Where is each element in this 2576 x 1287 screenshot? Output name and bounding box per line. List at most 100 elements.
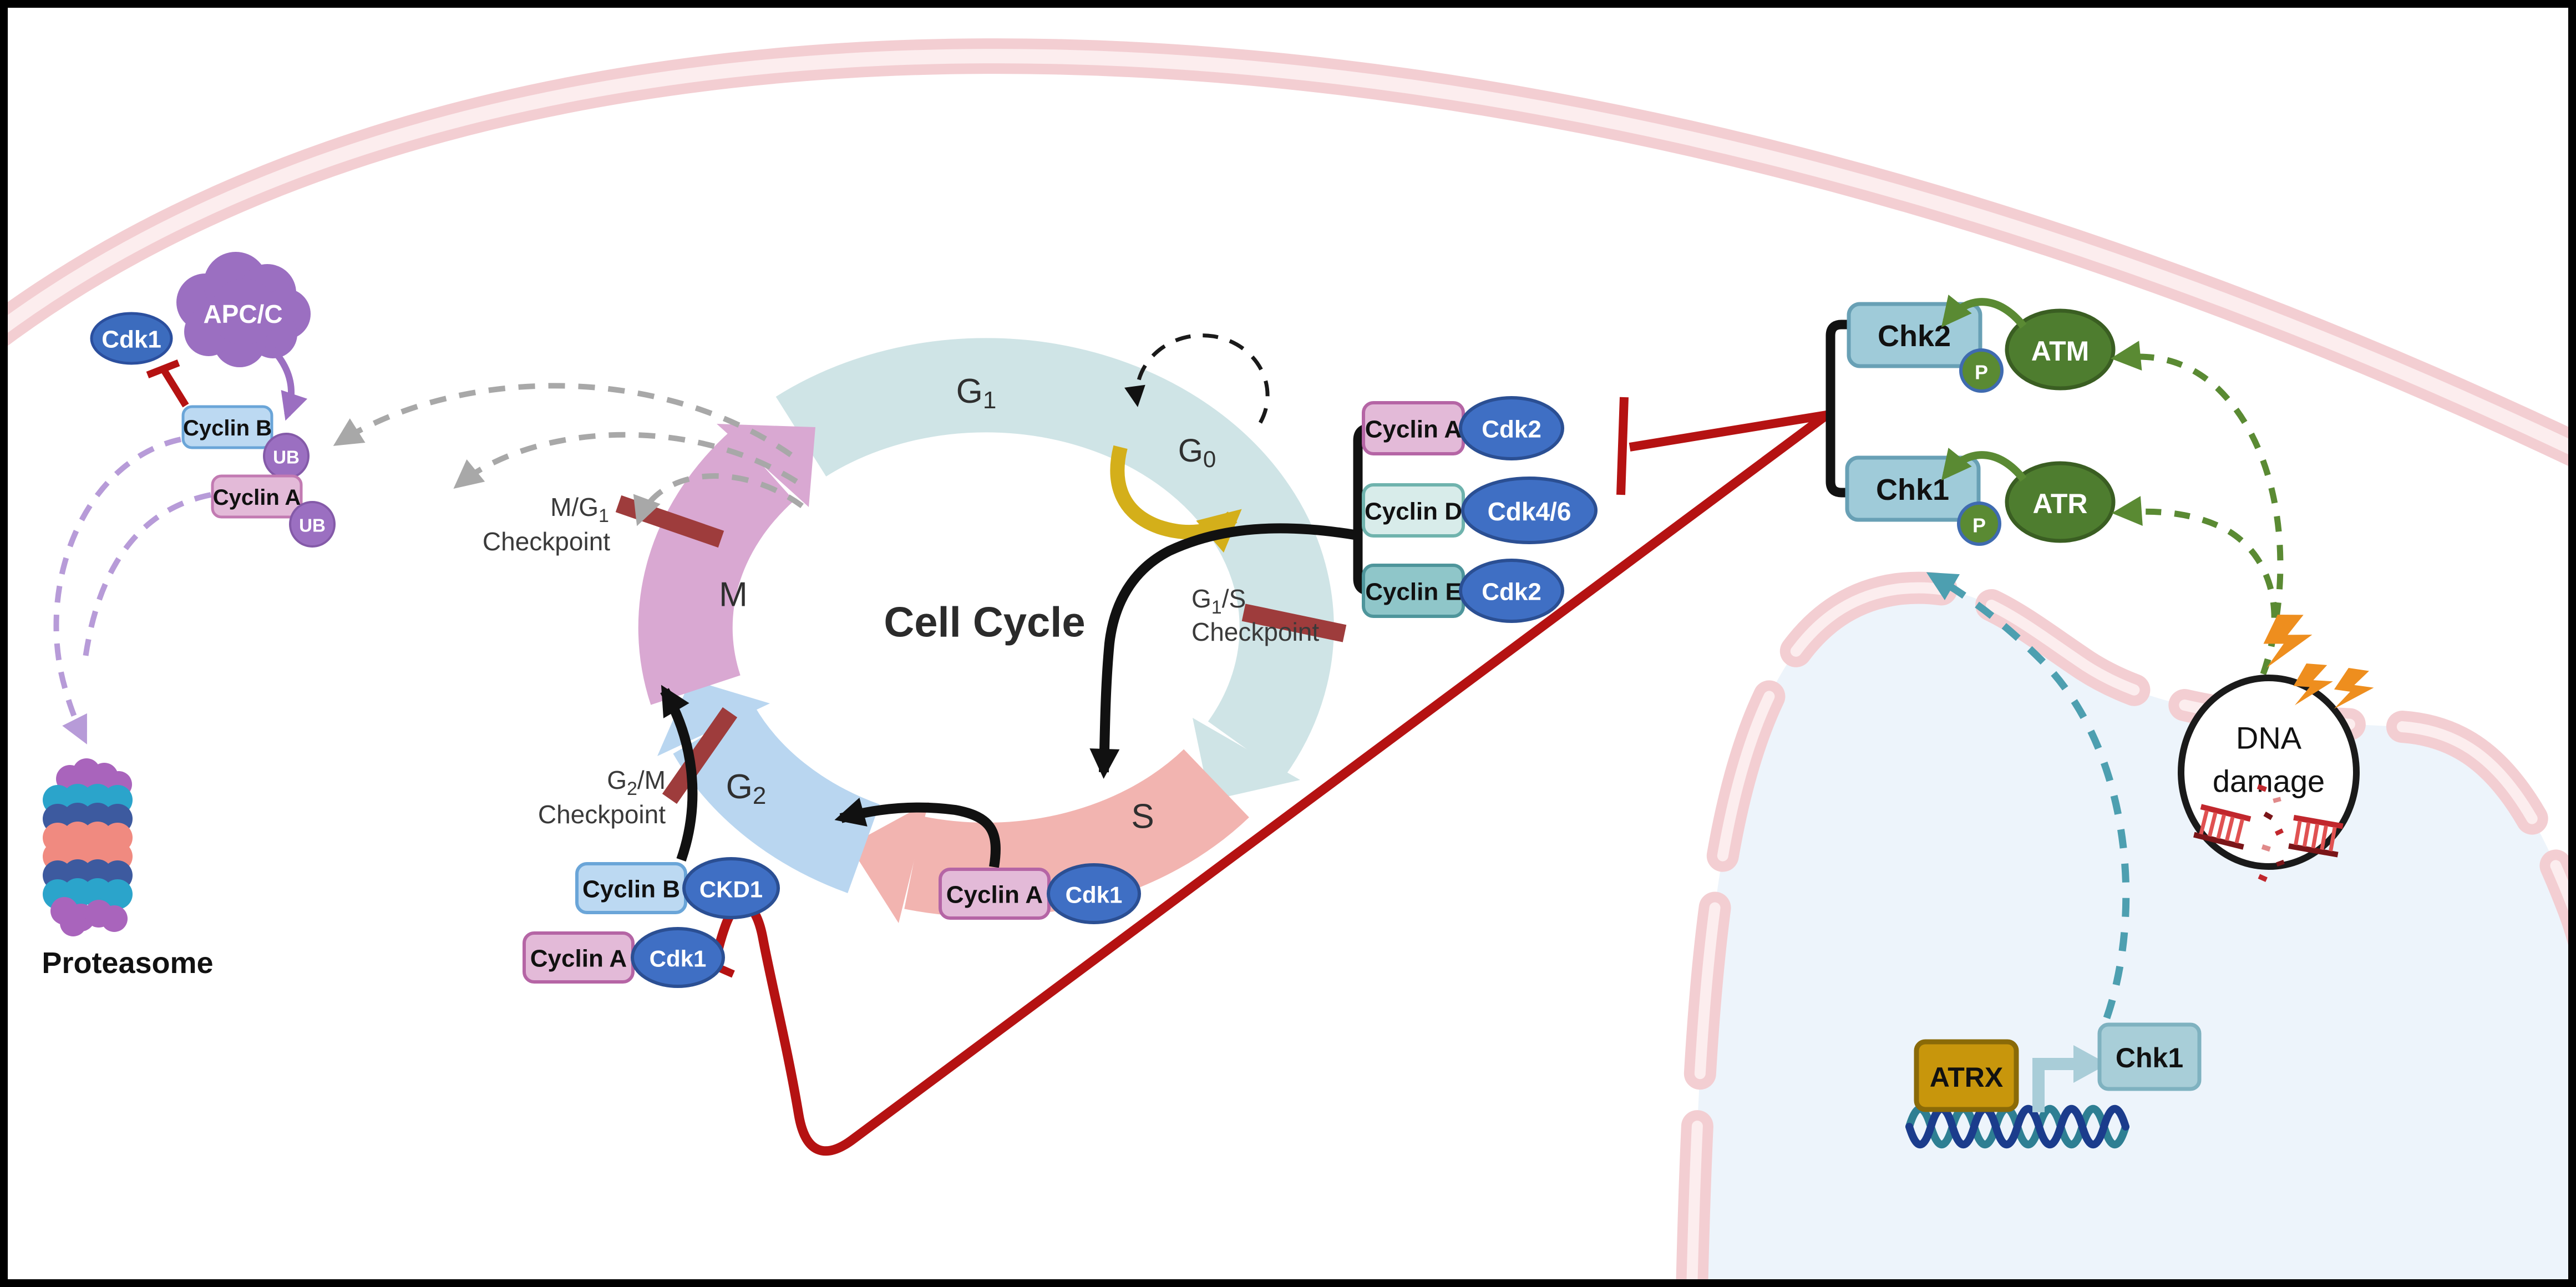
damage-signal-arrows xyxy=(2111,341,2284,676)
dna-damage-line1: DNA xyxy=(2236,721,2302,756)
cell-cycle-ring: Cell Cycle G1 S G2 M xyxy=(615,338,1347,923)
grey-dashed-arc-1 xyxy=(333,383,793,458)
proteasome-label: Proteasome xyxy=(42,946,213,980)
degradation-grey-arrows xyxy=(333,383,804,526)
arrow-complexes-to-g1s xyxy=(1089,523,1359,779)
cdk46-label: Cdk4/6 xyxy=(1488,497,1571,526)
cyclin-b-ckd1-label: Cyclin B xyxy=(582,876,680,903)
cyclin-b-ubiquitinated: Cyclin B UB xyxy=(181,405,310,479)
cdk1-oval-g2m xyxy=(631,927,725,988)
chk2-phospho xyxy=(1959,348,2004,393)
damage-to-atr-dashed xyxy=(2112,496,2278,676)
cdk2-label-1: Cdk2 xyxy=(1482,416,1541,443)
grey-dashed-arc-2 xyxy=(453,432,798,489)
ring-segment-g2 xyxy=(673,706,880,893)
phase-label-g0: G0 xyxy=(1178,433,1216,472)
cyclin-a-ub-label: Cyclin A xyxy=(213,485,301,510)
red-tbar-complexes xyxy=(1616,397,1629,495)
cdk1-label-g2m: Cdk1 xyxy=(650,946,707,972)
cycle-title: Cell Cycle xyxy=(884,599,1085,646)
cdk46-oval xyxy=(1461,477,1598,544)
proteasome-ring-cyan-bottom xyxy=(43,878,133,909)
cell-membrane xyxy=(0,38,2576,470)
atr-label: ATR xyxy=(2032,488,2087,519)
cdk2-label-2: Cdk2 xyxy=(1482,579,1541,606)
arrow-cyclinA-cdk1-to-g2 xyxy=(834,797,1001,868)
arrow-cyclinB-ckd1-to-m xyxy=(660,685,698,862)
chk1-phospho xyxy=(1957,501,2001,546)
ub-tag-2-label: UB xyxy=(299,515,326,536)
cyclin-a-cdk1-label: Cyclin A xyxy=(530,945,627,972)
s-phase-complex: Cyclin A Cdk1 xyxy=(939,863,1141,924)
broken-dna-icon xyxy=(2193,784,2344,882)
s-cyclin-a-label: Cyclin A xyxy=(946,881,1043,909)
apc-label: APC/C xyxy=(203,300,282,328)
nuclear-envelope-inner-highlight xyxy=(1686,582,2576,1287)
cyclin-a-ub-box xyxy=(211,474,303,519)
degradation-group: APC/C Cdk1 Cyclin B UB Cyclin A UB xyxy=(42,252,804,980)
chk1-label: Chk1 xyxy=(1876,473,1949,506)
g2m-cyclin-complexes: Cyclin B CKD1 Cyclin A Cdk1 xyxy=(523,857,780,988)
atm-to-chk2-arrow xyxy=(1941,295,2027,329)
proteasome-cap-bottom xyxy=(50,897,128,936)
ring-segment-s xyxy=(904,748,1249,917)
checkpoint-labels: M/G1 Checkpoint G1/S Checkpoint G2/M Che… xyxy=(483,493,1319,829)
chk1-gene-locus: ATRX Chk1 xyxy=(1905,1022,2202,1148)
s-cdk1-oval xyxy=(1047,863,1141,924)
chk1-gene-box xyxy=(2097,1022,2202,1091)
apc-to-ub-arrow xyxy=(270,347,308,421)
atr-to-chk1-arrow xyxy=(1941,448,2027,482)
damage-to-atm-dashed xyxy=(2111,341,2284,675)
ckd1-label: CKD1 xyxy=(699,876,763,903)
cyclin-b-label: Cyclin B xyxy=(183,416,272,440)
ring-segment-m xyxy=(638,430,795,705)
dna-damage-line2: damage xyxy=(2213,764,2325,799)
atrx-label: ATRX xyxy=(1930,1062,2003,1093)
cyclinb-inhibits-cdk1 xyxy=(146,359,189,408)
cyclin-b-box xyxy=(181,405,273,449)
cdk2-oval-2 xyxy=(1459,559,1564,623)
g0-exit: G0 xyxy=(1110,333,1270,553)
cyclin-d-label: Cyclin D xyxy=(1365,498,1462,525)
chk2-label: Chk2 xyxy=(1878,320,1951,353)
g1s-cyclin-complexes: Cyclin A Cdk2 Cyclin D Cdk4/6 Cyclin E C… xyxy=(1353,396,1598,623)
cell-membrane-band xyxy=(0,38,2576,470)
checkpoint-bar-g1-s xyxy=(1241,604,1347,642)
lightning-bolt-icon xyxy=(2263,615,2313,668)
label-g1-s-line1: G1/S xyxy=(1191,584,1246,618)
ring-segment-g1 xyxy=(775,338,1334,777)
g0-dashed-circle xyxy=(1124,333,1270,424)
apc-complex: APC/C xyxy=(176,252,311,421)
chk1-phospho-label: P xyxy=(1972,514,1986,537)
label-m-g1-line2: Checkpoint xyxy=(483,527,610,556)
ring-arrow-g1 xyxy=(1193,718,1300,800)
cyclin-e-label: Cyclin E xyxy=(1365,579,1462,606)
chk1-gene-label: Chk1 xyxy=(2116,1042,2183,1073)
apc-cloud-shape xyxy=(176,252,311,367)
label-m-g1-line1: M/G1 xyxy=(550,493,609,526)
cdk2-oval-1 xyxy=(1459,396,1564,460)
transcription-arrow xyxy=(2032,1045,2108,1112)
atrx-box xyxy=(1914,1039,2019,1112)
chk2-phospho-label: P xyxy=(1975,361,1988,384)
radiation-bolts xyxy=(2263,615,2374,709)
label-g2-m-line1: G2/M xyxy=(607,766,666,799)
ckd1-oval xyxy=(682,857,780,919)
atm-label: ATM xyxy=(2031,336,2090,367)
lavender-dashed-arc-2 xyxy=(82,492,211,666)
red-diagonal-squiggle xyxy=(711,411,1830,1156)
grey-dashed-arc-3 xyxy=(633,473,804,526)
checkpoint-bar-g2-m xyxy=(662,707,738,804)
dna-fragments xyxy=(2256,784,2285,882)
nucleus-region xyxy=(1676,571,2576,1287)
gene-to-protein-dashed xyxy=(1926,572,2130,1020)
cyclin-a-ubiquitinated: Cyclin A UB xyxy=(211,474,336,548)
cdk1-free-label: Cdk1 xyxy=(102,326,161,353)
ub-tag-1-label: UB xyxy=(273,447,300,468)
cyclin-a-label: Cyclin A xyxy=(1365,416,1462,443)
chk-bracket xyxy=(1825,320,1853,498)
g0-yellow-arrow xyxy=(1110,445,1242,553)
to-proteasome-arrows xyxy=(53,437,211,744)
label-g1-s-line2: Checkpoint xyxy=(1191,617,1319,646)
